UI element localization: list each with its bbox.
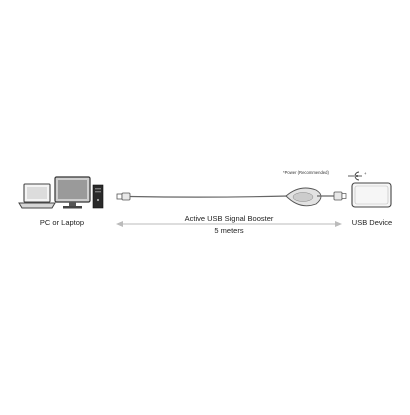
desktop-tower-icon xyxy=(92,184,104,209)
power-plus-label: + xyxy=(364,171,367,176)
usb-cable xyxy=(129,195,289,198)
length-dimension-arrow xyxy=(116,221,342,227)
usb-plug-device-icon xyxy=(333,191,347,201)
signal-booster-icon xyxy=(285,187,322,207)
booster-length-label: 5 meters xyxy=(214,226,244,235)
pc-label: PC or Laptop xyxy=(39,218,85,227)
booster-label: Active USB Signal Booster xyxy=(181,214,277,223)
dc-power-symbol-icon xyxy=(348,171,362,181)
device-label: USB Device xyxy=(351,218,393,227)
power-note-label: *Power (Recommended) xyxy=(283,170,329,175)
usb-device-icon xyxy=(351,182,392,208)
laptop-icon xyxy=(18,183,56,209)
usb-a-plug-icon xyxy=(116,192,131,201)
monitor-icon xyxy=(54,176,91,209)
